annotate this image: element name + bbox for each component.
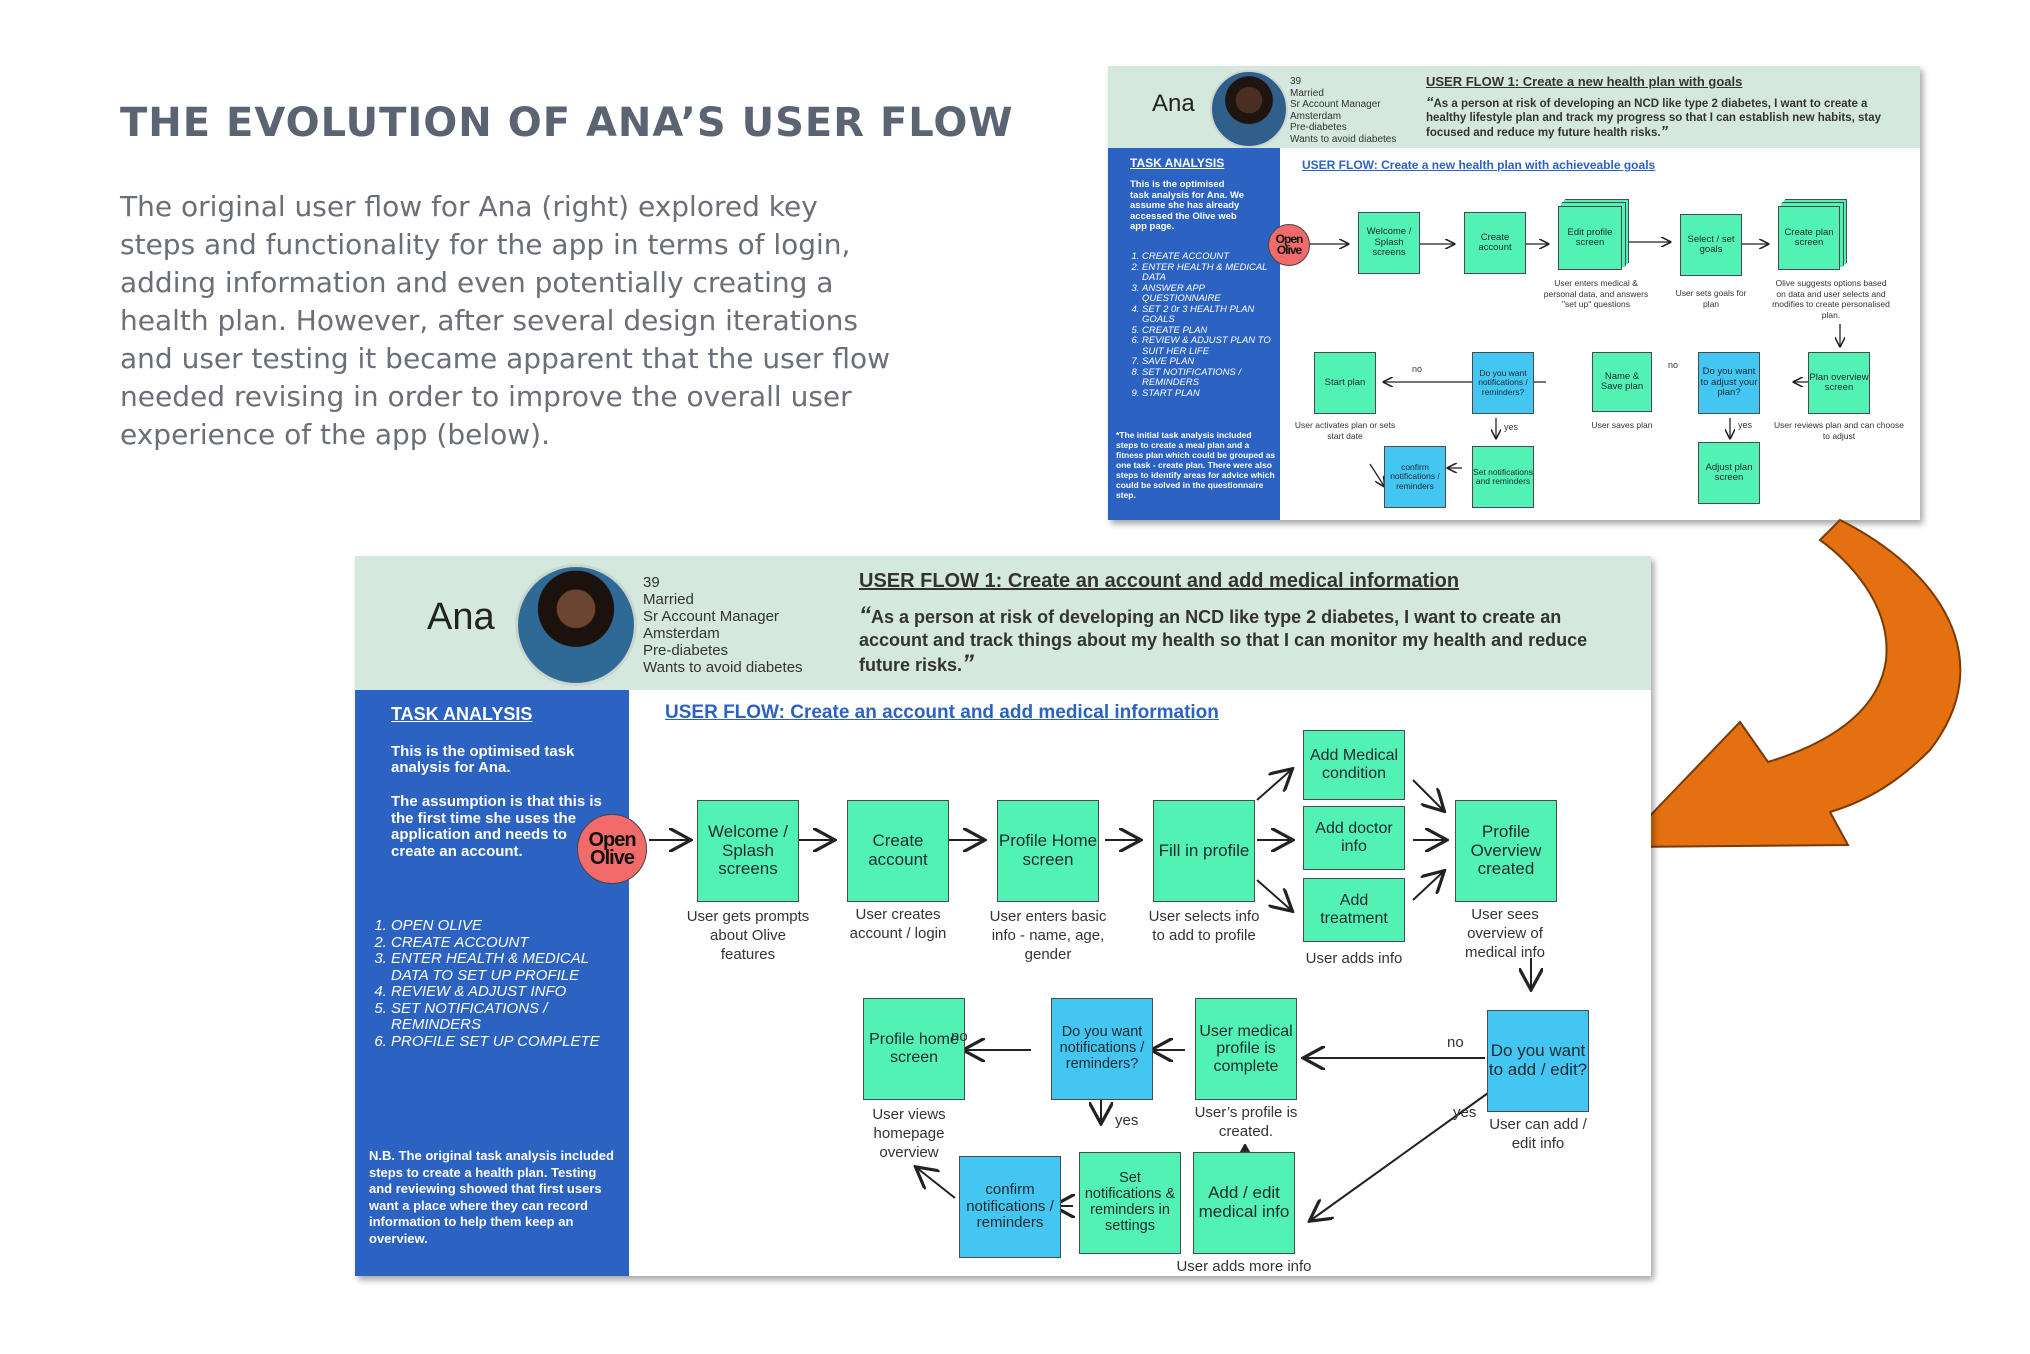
new-avatar [515,564,637,686]
old-create-account-box: Create account [1464,212,1526,274]
new-add-treatment-box: Add treatment [1303,878,1405,942]
old-yes-label-1: yes [1738,420,1753,430]
new-task-title: TASK ANALYSIS [391,704,533,724]
new-create-account-box: Create account [847,800,949,902]
old-welcome-box: Welcome / Splash screens [1358,212,1420,274]
old-create-plan-box: Create plan screen [1778,206,1840,270]
new-fill-in-profile-box: Fill in profile [1153,800,1255,902]
new-add-medical-condition-box: Add Medical condition [1303,730,1405,800]
new-task-note: N.B. The original task analysis included… [369,1148,614,1246]
page-heading: THE EVOLUTION OF ANA’S USER FLOW [120,100,1014,146]
old-edit-profile-caption: User enters medical & personal data, and… [1543,278,1649,310]
new-welcome-caption: User gets prompts about Olive features [686,908,810,963]
new-quote: “As a person at risk of developing an NC… [859,602,1588,677]
old-edit-profile-box: Edit profile screen [1558,206,1622,270]
new-profile-home-caption: User enters basic info - name, age, gend… [989,908,1107,963]
new-no-label-2: no [951,1028,968,1045]
new-profile-home-box: Profile Home screen [997,800,1099,902]
new-persona-name: Ana [427,596,495,638]
new-task-intro-1: This is the optimised task analysis for … [391,743,575,776]
old-flow-title: USER FLOW 1: Create a new health plan wi… [1426,74,1743,89]
original-flow-card: Ana 39 Married Sr Account Manager Amster… [1108,66,1920,520]
new-task-steps: OPEN OLIVE CREATE ACCOUNT ENTER HEALTH &… [365,917,605,1050]
new-confirm-notifications-box: confirm notifications / reminders [959,1156,1061,1258]
old-create-plan-caption: Olive suggests options based on data and… [1772,278,1890,320]
new-add-edit-medical-caption: User adds more info [1176,1258,1312,1275]
old-plan-overview-caption: User reviews plan and can choose to adju… [1774,420,1904,441]
old-select-goals-caption: User sets goals for plan [1675,288,1747,309]
new-medical-complete-caption: User’s profile is created. [1194,1104,1298,1140]
old-plan-overview-box: Plan overview screen [1808,352,1870,414]
orange-arrow-shape [1617,518,1962,849]
new-yes-label-2: yes [1115,1112,1139,1129]
old-task-note: *The initial task analysis included step… [1116,430,1276,500]
new-task-sidebar: TASK ANALYSIS This is the optimised task… [355,690,629,1276]
new-notifications-question-box: Do you want notifications / reminders? [1051,998,1153,1100]
old-start-plan-caption: User activates plan or sets start date [1294,420,1396,441]
new-yes-label-1: yes [1453,1104,1477,1121]
new-flow-title: USER FLOW 1: Create an account and add m… [859,570,1460,592]
new-profile-overview-caption: User sees overview of medical info [1464,906,1546,961]
old-task-title: TASK ANALYSIS [1130,156,1225,170]
new-flow-heading: USER FLOW: Create an account and add med… [665,702,1219,723]
new-add-edit-medical-box: Add / edit medical info [1193,1152,1295,1254]
old-name-save-box: Name & Save plan [1592,352,1652,412]
evolution-arrow [1617,518,1962,849]
old-quote: “As a person at risk of developing an NC… [1426,94,1882,140]
new-add-doctor-info-box: Add doctor info [1303,806,1405,870]
new-open-olive-start: Open Olive [577,814,647,884]
old-task-steps: CREATE ACCOUNT ENTER HEALTH & MEDICAL DA… [1116,251,1274,399]
old-select-goals-box: Select / set goals [1680,214,1742,276]
old-open-olive-start: Open Olive [1268,224,1310,266]
old-avatar [1210,70,1288,148]
old-name-save-caption: User saves plan [1591,420,1653,430]
old-adjust-plan-question-box: Do you want to adjust your plan? [1698,352,1760,414]
revised-flow-card: Ana 39 Married Sr Account Manager Amster… [355,556,1651,1276]
old-start-plan-box: Start plan [1314,352,1376,414]
old-yes-label-2: yes [1504,422,1519,432]
old-adjust-plan-screen-box: Adjust plan screen [1698,442,1760,504]
new-set-notifications-box: Set notifications & reminders in setting… [1079,1152,1181,1254]
new-persona-details: 39 Married Sr Account Manager Amsterdam … [643,574,803,676]
old-flow-heading: USER FLOW: Create a new health plan with… [1302,158,1656,172]
new-profile-home2-caption: User views homepage overview [872,1106,946,1161]
old-confirm-notifications-box: confirm notifications / reminders [1384,446,1446,508]
new-profile-overview-box: Profile Overview created [1455,800,1557,902]
new-add-edit-question-box: Do you want to add / edit? [1487,1010,1589,1112]
old-no-label-2: no [1412,364,1423,374]
old-persona-details: 39 Married Sr Account Manager Amsterdam … [1290,76,1397,145]
new-create-account-caption: User creates account / login [849,906,947,942]
old-persona-name: Ana [1152,90,1195,117]
new-task-intro-2: The assumption is that this is the first… [391,793,602,860]
new-profile-home-screen-box: Profile home screen [863,998,965,1100]
new-add-info-caption: User adds info [1305,950,1403,967]
old-task-sidebar: TASK ANALYSIS This is the optimised task… [1108,148,1280,520]
old-task-intro: This is the optimised task analysis for … [1130,179,1245,232]
new-welcome-box: Welcome / Splash screens [697,800,799,902]
new-add-edit-caption: User can add / edit info [1489,1116,1587,1152]
old-no-label-1: no [1668,360,1679,370]
old-notifications-question-box: Do you want notifications / reminders? [1472,352,1534,414]
old-set-notifications-box: Set notifications and reminders [1472,446,1534,508]
new-no-label-1: no [1447,1034,1464,1051]
new-fill-in-caption: User selects info to add to profile [1148,908,1260,944]
intro-paragraph: The original user flow for Ana (right) e… [120,190,890,451]
new-medical-profile-complete-box: User medical profile is complete [1195,998,1297,1100]
